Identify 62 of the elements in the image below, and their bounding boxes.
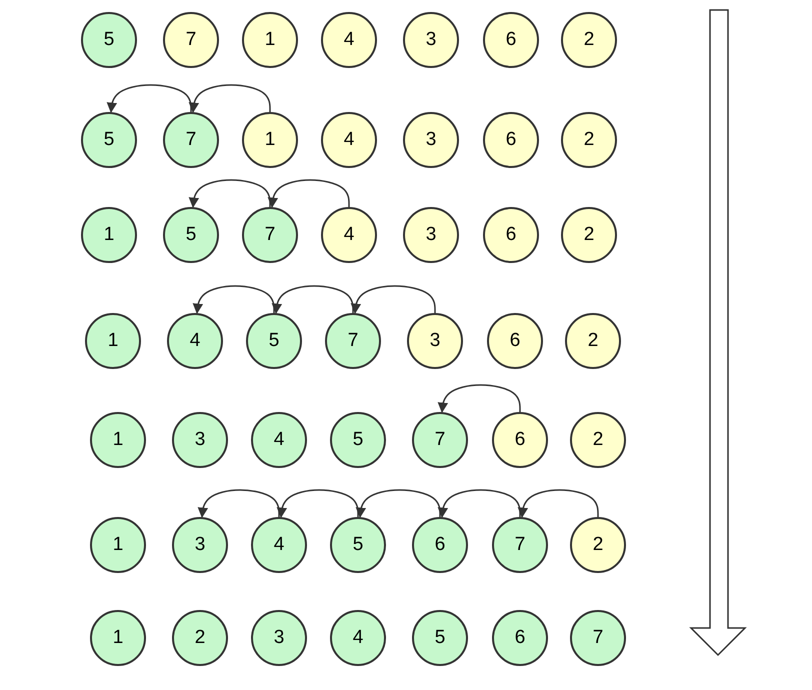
arrow [438,384,521,414]
number-label: 4 [190,330,200,352]
number-label: 1 [108,330,118,352]
number-label: 7 [186,129,196,151]
number-label: 3 [426,224,436,246]
number-label: 6 [434,534,446,556]
number-label: 2 [592,429,604,451]
number-label: 3 [430,330,440,352]
arrow [272,285,354,314]
arrow [356,489,441,518]
number-label: 5 [268,330,280,352]
number-label: 5 [186,224,196,246]
number-label: 3 [426,29,436,51]
number-label: 3 [274,627,284,649]
number-label: 1 [112,429,124,451]
number-label: 2 [584,224,594,246]
number-label: 4 [274,429,284,451]
number-label: 4 [344,29,354,51]
arrow [518,489,599,518]
number-label: 6 [514,627,526,649]
arrow [198,489,280,518]
number-label: 2 [584,29,594,51]
number-label: 5 [352,429,364,451]
number-label: 4 [344,129,354,151]
number-label: 7 [514,534,526,556]
number-label: 7 [592,627,604,649]
arrow [188,179,271,208]
number-label: 1 [112,534,124,556]
number-label: 7 [186,29,196,51]
arrow [192,285,275,314]
number-label: 3 [194,534,206,556]
number-label: 6 [506,29,516,51]
number-label: 5 [104,129,114,151]
number-label: 4 [344,224,354,246]
number-label: 1 [104,224,114,246]
arrow [350,285,436,314]
number-label: 1 [264,129,276,151]
number-label: 2 [584,129,594,151]
number-label: 5 [352,534,364,556]
number-label: 3 [426,129,436,151]
arrow [268,179,350,208]
number-label: 6 [514,429,526,451]
arrow [106,84,192,114]
number-label: 4 [352,627,364,649]
number-label: 7 [264,224,276,246]
number-label: 2 [592,534,604,556]
number-label: 6 [506,224,516,246]
number-label: 6 [506,129,516,151]
arrow [438,489,521,518]
number-label: 1 [264,29,276,51]
number-label: 2 [588,330,598,352]
number-label: 3 [194,429,206,451]
number-label: 5 [104,29,114,51]
number-label: 2 [194,627,206,649]
number-label: 5 [434,627,446,649]
number-label: 7 [348,330,358,352]
arrow [188,84,271,114]
number-label: 7 [434,429,446,451]
number-label: 1 [112,627,124,649]
number-label: 4 [274,534,284,556]
number-label: 6 [510,330,520,352]
arrow [276,489,359,518]
